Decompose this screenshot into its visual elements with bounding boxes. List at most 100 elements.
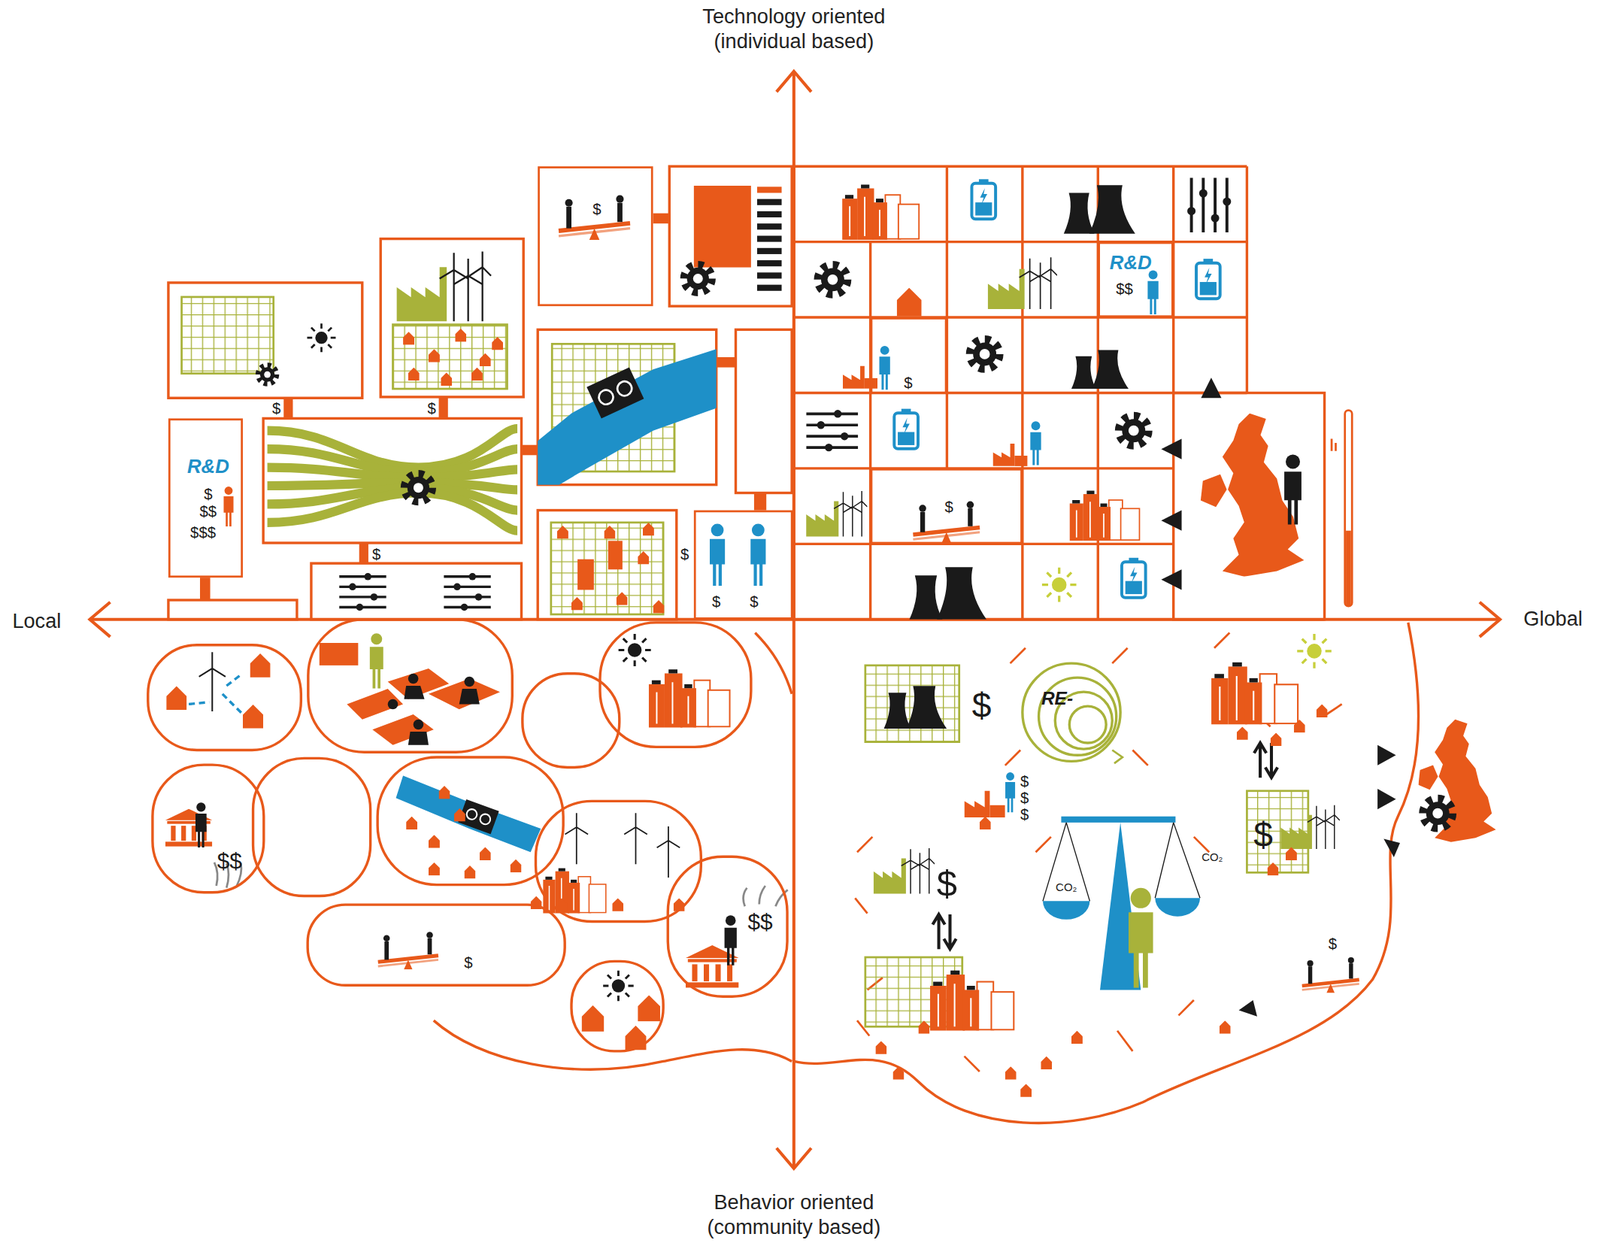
drawn-use bbox=[1121, 557, 1146, 598]
drawn-path bbox=[1160, 439, 1182, 460]
drawn-use bbox=[1423, 799, 1452, 828]
drawn-rect bbox=[319, 642, 359, 666]
panel-box: $ bbox=[870, 317, 948, 394]
drawn-path bbox=[433, 1020, 792, 1070]
drawn-use bbox=[1063, 184, 1136, 234]
drawn-g bbox=[757, 186, 782, 291]
drawn-use bbox=[657, 826, 681, 878]
axis-end-label: Global bbox=[1523, 606, 1582, 631]
axis-end-label: Local bbox=[12, 608, 61, 634]
drawn-use bbox=[1302, 957, 1360, 993]
drawn-rect bbox=[757, 260, 782, 267]
drawn-path bbox=[537, 348, 716, 485]
drawn-use bbox=[463, 865, 476, 879]
drawn-rect bbox=[439, 396, 449, 419]
drawn-rect bbox=[308, 619, 513, 752]
drawn-use bbox=[1200, 413, 1305, 577]
axis-title: Technology oriented (individual based) bbox=[691, 3, 896, 53]
drawn-use bbox=[1071, 349, 1129, 389]
drawn-use bbox=[1211, 662, 1298, 725]
drawn-rect bbox=[577, 559, 594, 591]
annotation: RE- bbox=[1041, 687, 1073, 710]
drawn-rect bbox=[168, 282, 363, 398]
drawn-use bbox=[542, 868, 606, 914]
drawn-rect bbox=[253, 757, 371, 896]
drawn-use bbox=[557, 525, 569, 539]
drawn-use bbox=[1005, 1066, 1017, 1079]
drawn-g bbox=[387, 673, 480, 746]
drawn-use bbox=[653, 600, 665, 613]
drawn-use bbox=[564, 812, 588, 864]
drawn-use bbox=[806, 409, 858, 452]
drawn-g bbox=[1160, 377, 1222, 590]
drawn-use bbox=[618, 633, 652, 667]
drawn-rect bbox=[311, 563, 522, 620]
annotation: $ bbox=[972, 684, 992, 726]
drawn-use bbox=[616, 591, 628, 605]
drawn-use bbox=[612, 897, 624, 911]
drawn-rect bbox=[757, 284, 782, 291]
br-contents bbox=[865, 633, 1497, 1031]
tr-contents bbox=[806, 178, 1352, 620]
money-sign: $$ bbox=[1115, 279, 1134, 298]
drawn-use bbox=[685, 945, 740, 988]
money-sign: $$$ bbox=[190, 523, 216, 542]
rd-label: R&D bbox=[187, 455, 230, 479]
drawn-rect bbox=[735, 329, 792, 493]
annotation: $ bbox=[272, 399, 281, 418]
money-sign: $ bbox=[944, 497, 953, 516]
drawn-rect bbox=[1345, 410, 1353, 607]
drawn-path bbox=[89, 618, 1500, 622]
drawn-rect bbox=[571, 960, 664, 1051]
drawn-rect bbox=[181, 296, 274, 374]
drawn-rect bbox=[521, 445, 538, 456]
drawn-use bbox=[673, 897, 685, 911]
drawn-rect bbox=[1173, 392, 1325, 619]
drawn-use bbox=[909, 566, 987, 620]
drawn-use bbox=[471, 367, 483, 381]
drawn-use bbox=[369, 633, 384, 688]
bl-blobs bbox=[148, 619, 792, 1070]
money-sign: $ bbox=[203, 484, 213, 504]
drawn-path bbox=[1377, 788, 1396, 810]
drawn-rect bbox=[392, 324, 507, 389]
annotation: $ bbox=[1020, 772, 1029, 791]
drawn-use bbox=[1284, 454, 1302, 525]
drawn-use bbox=[1042, 567, 1077, 603]
drawn-path bbox=[1160, 569, 1182, 590]
drawn-path bbox=[1377, 745, 1396, 766]
drawn-circle bbox=[463, 676, 475, 688]
drawn-rect bbox=[757, 235, 782, 242]
blob-outline bbox=[151, 763, 266, 894]
drawn-g bbox=[586, 366, 644, 419]
drawn-rect bbox=[168, 600, 297, 620]
drawn-path bbox=[1254, 742, 1267, 778]
drawn-use bbox=[1069, 490, 1140, 542]
drawn-circle bbox=[387, 699, 399, 710]
rd-label: R&D bbox=[1109, 251, 1152, 276]
drawn-use bbox=[1418, 719, 1496, 843]
annotation: CO₂ bbox=[1201, 850, 1223, 864]
drawn-rect bbox=[283, 397, 293, 419]
drawn-rect bbox=[380, 239, 524, 397]
drawn-path bbox=[403, 685, 425, 700]
drawn-path bbox=[89, 602, 110, 637]
drawn-rect bbox=[693, 185, 752, 268]
tr-grid bbox=[793, 166, 1325, 620]
drawn-path bbox=[188, 675, 243, 715]
drawn-use bbox=[648, 669, 731, 728]
drawn-path bbox=[776, 71, 812, 92]
br-outline bbox=[793, 622, 1419, 1124]
axis-title: Behavior oriented (community based) bbox=[691, 1189, 896, 1239]
money-sign: $ bbox=[749, 592, 758, 611]
drawn-use bbox=[1020, 1083, 1032, 1097]
drawn-use bbox=[510, 859, 522, 873]
drawn-use bbox=[249, 653, 270, 678]
drawn-path bbox=[943, 914, 956, 949]
panel-box: $$ bbox=[693, 510, 794, 620]
drawn-use bbox=[1285, 847, 1297, 861]
drawn-rect bbox=[608, 540, 623, 570]
drawn-path bbox=[793, 165, 1248, 168]
